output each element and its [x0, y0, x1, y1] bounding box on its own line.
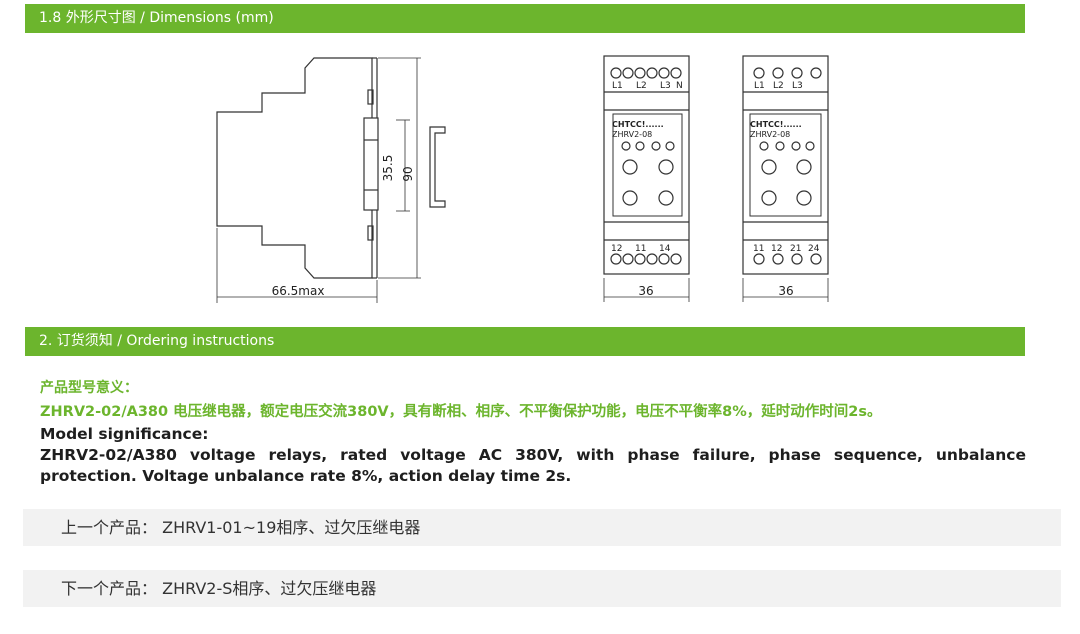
terminal-label: L2	[773, 81, 784, 91]
terminal-label: 14	[659, 244, 671, 254]
section-header-ordering: 2. 订货须知 / Ordering instructions	[25, 327, 1025, 356]
terminal-label: L3	[660, 81, 671, 91]
model-label-a: ZHRV2-08	[612, 130, 652, 139]
terminal-label: 11	[635, 244, 646, 254]
brand-label-a: CHTCC!......	[612, 120, 664, 129]
prev-product-row: 上一个产品： ZHRV1-01~19相序、过欠压继电器	[23, 509, 1061, 546]
prev-product-label: 上一个产品：	[61, 518, 158, 537]
dimension-drawing: 90 35.5 66.5max 36 36 CHTCC!...... CHTCC…	[216, 55, 829, 303]
prev-product-link[interactable]: ZHRV1-01~19相序、过欠压继电器	[162, 518, 421, 537]
terminal-label: 12	[771, 244, 782, 254]
next-product-link[interactable]: ZHRV2-S相序、过欠压继电器	[162, 579, 377, 598]
terminal-label: L1	[754, 81, 765, 91]
depth-dimension: 66.5max	[272, 284, 325, 298]
side-view-outline	[216, 57, 373, 279]
section-title: 2. 订货须知 / Ordering instructions	[39, 333, 275, 349]
model-significance-title: Model significance:	[40, 425, 209, 443]
terminal-label: L2	[636, 81, 647, 91]
terminal-label: 21	[790, 244, 801, 254]
cn-model-description: ZHRV2-02/A380 电压继电器，额定电压交流380V，具有断相、相序、不…	[40, 404, 882, 420]
cn-model-title: 产品型号意义：	[40, 380, 138, 396]
din-rail	[429, 126, 446, 208]
terminal-label: N	[676, 81, 683, 91]
brand-label-b: CHTCC!......	[750, 120, 802, 129]
model-label-b: ZHRV2-08	[750, 130, 790, 139]
height-dimension: 90	[401, 166, 415, 181]
rail-dimension: 35.5	[381, 155, 395, 182]
width-dimension-a: 36	[638, 284, 653, 298]
front-view-a	[603, 55, 690, 302]
terminal-label: L3	[792, 81, 803, 91]
terminal-label: L1	[612, 81, 623, 91]
width-dimension-b: 36	[778, 284, 793, 298]
terminal-label: 24	[808, 244, 820, 254]
section-title: 1.8 外形尺寸图 / Dimensions (mm)	[39, 10, 274, 26]
model-significance-description: ZHRV2-02/A380 voltage relays, rated volt…	[40, 446, 1026, 485]
section-header-dimensions: 1.8 外形尺寸图 / Dimensions (mm)	[25, 4, 1025, 33]
next-product-label: 下一个产品：	[61, 579, 158, 598]
terminal-label: 12	[611, 244, 622, 254]
next-product-row: 下一个产品： ZHRV2-S相序、过欠压继电器	[23, 570, 1061, 607]
terminal-label: 11	[753, 244, 764, 254]
front-view-b	[742, 55, 829, 302]
